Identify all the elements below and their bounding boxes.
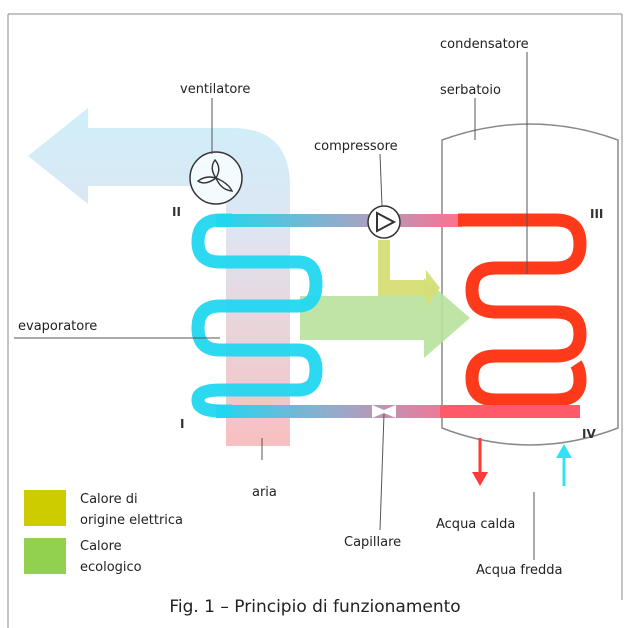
leader-capillare bbox=[379, 413, 385, 531]
legend-swatch-ecological bbox=[24, 538, 66, 574]
hot-water-arrow bbox=[472, 438, 488, 486]
legend-swatch-electric bbox=[24, 490, 66, 526]
stage-label-iv: IV bbox=[582, 427, 596, 441]
label-ventilatore: ventilatore bbox=[180, 82, 250, 97]
compressor-symbol bbox=[376, 211, 397, 233]
legend-electric-line2: origine elettrica bbox=[80, 513, 183, 528]
stage-label-iii: III bbox=[590, 207, 603, 221]
label-evaporatore: evaporatore bbox=[18, 319, 97, 334]
label-capillare: Capillare bbox=[344, 535, 401, 550]
legend-ecological-line1: Calore bbox=[80, 539, 122, 554]
label-condensatore: condensatore bbox=[440, 37, 529, 52]
label-serbatoio: serbatoio bbox=[440, 83, 501, 98]
condenser-inlet-bottom bbox=[440, 405, 580, 418]
legend-electric-line1: Calore di bbox=[80, 492, 138, 507]
label-acqua-calda: Acqua calda bbox=[436, 517, 515, 532]
fan-blades-icon bbox=[196, 158, 234, 192]
label-compressore: compressore bbox=[314, 139, 398, 154]
leader-compressore bbox=[379, 153, 383, 207]
cold-water-arrow bbox=[556, 444, 572, 486]
figure-caption: Fig. 1 – Principio di funzionamento bbox=[169, 597, 460, 617]
stage-label-i: I bbox=[180, 417, 184, 431]
condenser-coil bbox=[458, 213, 587, 407]
stage-label-ii: II bbox=[172, 205, 181, 219]
legend-ecological-line2: ecologico bbox=[80, 560, 142, 575]
evaporator-coil bbox=[191, 213, 323, 418]
refrigerant-line-bottom bbox=[216, 405, 462, 418]
refrigerant-line-top bbox=[216, 214, 462, 227]
label-acqua-fredda: Acqua fredda bbox=[476, 563, 563, 578]
water-tank bbox=[441, 123, 619, 446]
electric-heat-arrow bbox=[378, 240, 440, 306]
capillary-pinch bbox=[372, 405, 396, 418]
label-aria: aria bbox=[252, 485, 277, 500]
